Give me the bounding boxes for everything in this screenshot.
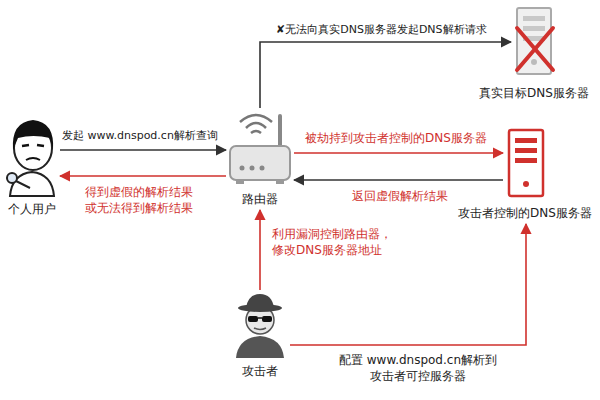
device-label: 个人用户 [8, 201, 56, 217]
device-node: 路由器 [225, 110, 295, 207]
server-icon [505, 128, 547, 200]
edge-label: 被劫持到攻击者控制的DNS服务器 [305, 130, 487, 146]
device-node: 个人用户 [4, 108, 60, 217]
server-icon [513, 6, 555, 78]
device-label: 攻击者 [242, 363, 278, 379]
arrow-connector [260, 42, 511, 108]
cross-mark [517, 28, 553, 70]
attacker-figure [232, 292, 288, 358]
arrow-connector [259, 210, 261, 290]
edge-label: 配置 www.dnspod.cn解析到攻击者可控服务器 [338, 352, 498, 384]
cross-mark [517, 28, 553, 70]
device-label: 攻击者控制的DNS服务器 [458, 205, 592, 221]
edge-label: 发起 www.dnspod.cn解析查询 [62, 128, 218, 144]
arrow-connector [294, 179, 503, 181]
edge-label: 返回虚假解析结果 [352, 188, 448, 204]
arrow-connector [290, 224, 526, 345]
arrow-connector [60, 149, 226, 151]
user-figure [6, 108, 58, 196]
edge-label: ✘无法向真实DNS服务器发起DNS解析请求 [276, 22, 487, 38]
arrow-connector [60, 175, 226, 177]
edge-label: 得到虚假的解析结果 或无法得到解析结果 [80, 184, 198, 216]
device-label: 真实目标DNS服务器 [479, 85, 589, 101]
edge-label: 利用漏洞控制路由器，修改DNS服务器地址 [272, 226, 396, 258]
device-node: 攻击者 [230, 292, 290, 379]
arrow-connector [294, 152, 503, 154]
device-label: 路由器 [242, 191, 278, 207]
device-node: 真实目标DNS服务器 [474, 6, 594, 101]
router-icon [228, 110, 292, 186]
